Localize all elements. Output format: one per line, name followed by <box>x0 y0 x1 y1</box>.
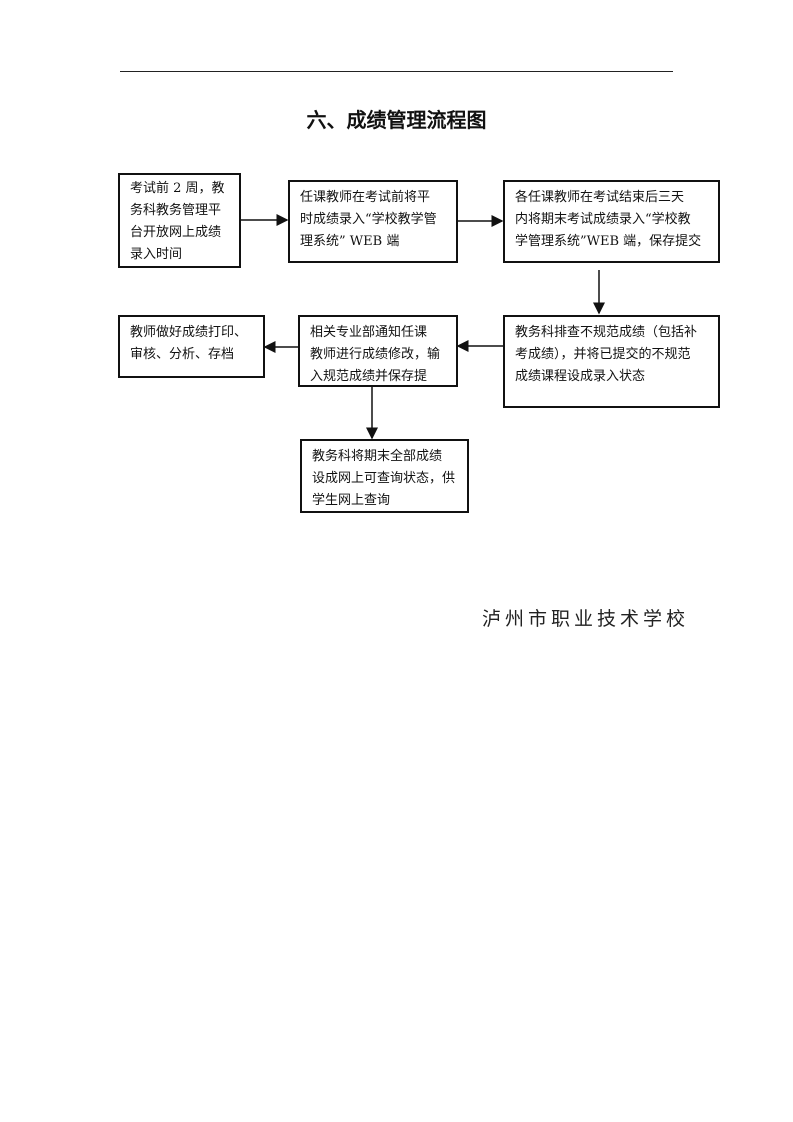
flow-box-archive: 教师做好成绩打印、 审核、分析、存档 <box>118 315 265 378</box>
box-line: 教师做好成绩打印、 <box>130 325 248 340</box>
box-line: 学生网上查询 <box>312 493 391 508</box>
box-line: 考成绩），并将已提交的不规范 <box>515 347 691 362</box>
box-line: 内将期末考试成绩录入“学校教 <box>515 212 691 227</box>
flow-box-publish: 教务科将期末全部成绩 设成网上可查询状态，供 学生网上查询 <box>300 439 469 513</box>
box-line: 入规范成绩并保存提 <box>310 369 428 384</box>
school-name: 泸州市职业技术学校 <box>482 608 690 630</box>
box-line: 理系统” WEB 端 <box>300 234 400 249</box>
flow-box-final-scores: 各任课教师在考试结束后三天 内将期末考试成绩录入“学校教 学管理系统”WEB 端… <box>503 180 720 263</box>
box-line: 录入时间 <box>130 247 183 262</box>
box-line: 时成绩录入“学校教学管 <box>300 212 437 227</box>
box-line: 审核、分析、存档 <box>130 347 235 362</box>
header-rule <box>120 71 673 72</box>
flow-box-correction: 相关专业部通知任课 教师进行成绩修改，输 入规范成绩并保存提 <box>298 315 458 387</box>
box-line: 设成网上可查询状态，供 <box>312 471 456 486</box>
box-line: 教务科排查不规范成绩（包括补 <box>515 325 698 340</box>
box-line: 教师进行成绩修改，输 <box>310 347 441 362</box>
box-line: 成绩课程设成录入状态 <box>515 369 646 384</box>
box-line: 教务科将期末全部成绩 <box>312 449 443 464</box>
flow-box-regular-scores: 任课教师在考试前将平 时成绩录入“学校教学管 理系统” WEB 端 <box>288 180 458 263</box>
box-line: 考试前 2 周，教 <box>130 181 225 196</box>
box-line: 任课教师在考试前将平 <box>300 190 431 205</box>
flow-box-open-entry: 考试前 2 周，教 务科教务管理平 台开放网上成绩 录入时间 <box>118 173 241 268</box>
box-line: 相关专业部通知任课 <box>310 325 428 340</box>
page-title: 六、成绩管理流程图 <box>306 108 487 132</box>
flow-box-check-irregular: 教务科排查不规范成绩（包括补 考成绩），并将已提交的不规范 成绩课程设成录入状态 <box>503 315 720 408</box>
box-line: 学管理系统”WEB 端，保存提交 <box>515 234 702 249</box>
box-line: 台开放网上成绩 <box>130 225 222 240</box>
box-line: 各任课教师在考试结束后三天 <box>515 190 685 205</box>
box-line: 务科教务管理平 <box>130 203 222 218</box>
